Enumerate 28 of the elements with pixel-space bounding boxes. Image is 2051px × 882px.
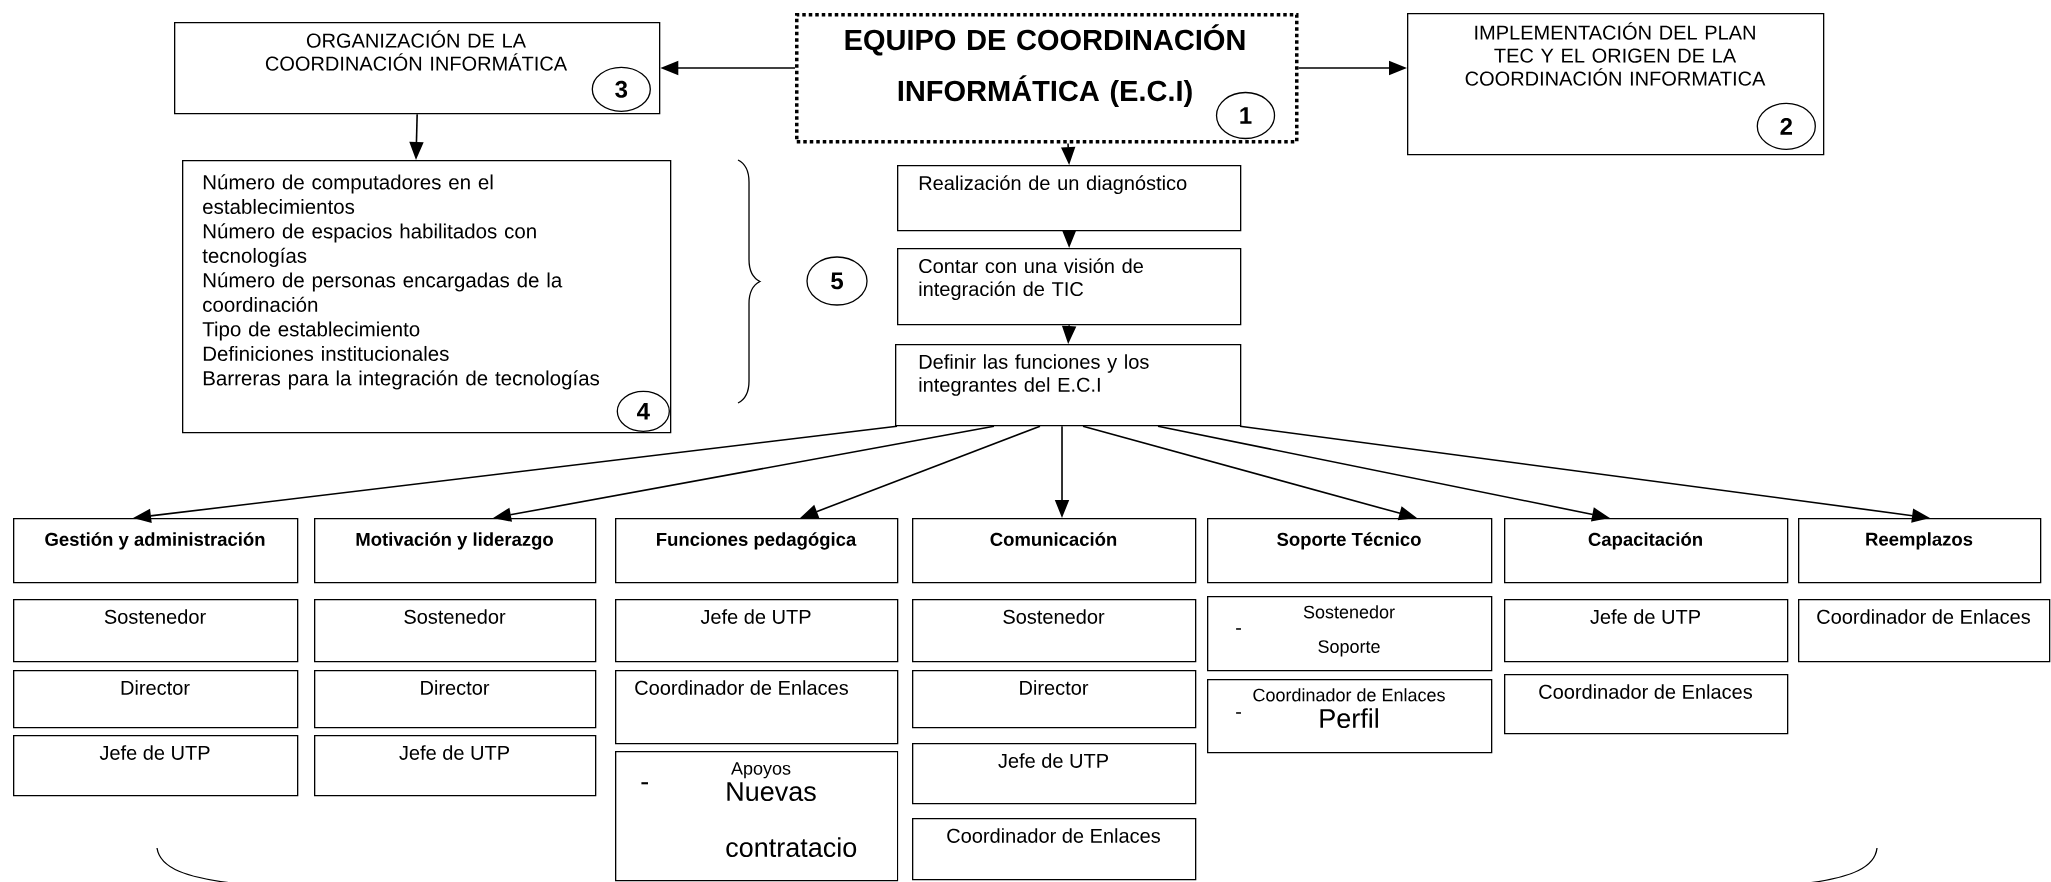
role-box: Coordinador de Enlaces: [615, 670, 899, 745]
role-box: Sostenedor: [13, 599, 299, 663]
role-box: Director: [912, 670, 1197, 729]
step-box: Contar con una visión de integración de TIC: [897, 248, 1242, 326]
role-box: Director: [13, 670, 299, 729]
role-box: Apoyos - Nuevas contratacio: [615, 751, 899, 882]
role-box: Jefe de UTP: [912, 743, 1197, 805]
category-box: Motivación y liderazgo: [314, 518, 597, 584]
category-box: Soporte Técnico: [1207, 518, 1493, 584]
role-box: Jefe de UTP: [314, 735, 597, 797]
category-box: Reemplazos: [1798, 518, 2042, 584]
role-box: Coordinador de Enlaces: [912, 818, 1197, 881]
category-box: Gestión y administración: [13, 518, 299, 584]
role-box: Coordinador de Enlaces - Perfil: [1207, 679, 1493, 754]
step-box: Realización de un diagnóstico: [897, 165, 1242, 232]
role-box: Coordinador de Enlaces: [1798, 599, 2051, 663]
role-box: Sostenedor: [314, 599, 597, 663]
category-box: Comunicación: [912, 518, 1197, 584]
role-box: Director: [314, 670, 597, 729]
role-box: Coordinador de Enlaces: [1504, 674, 1789, 735]
category-box: Capacitación: [1504, 518, 1789, 584]
category-box: Funciones pedagógica: [615, 518, 899, 584]
role-box: Jefe de UTP: [1504, 599, 1789, 663]
role-box: Sostenedor: [912, 599, 1197, 663]
role-box: Jefe de UTP: [13, 735, 299, 797]
role-box: Jefe de UTP: [615, 599, 899, 663]
step-box: Definir las funciones y los integrantes del E.C.I: [895, 344, 1242, 427]
role-box: Sostenedor - Soporte: [1207, 596, 1493, 672]
